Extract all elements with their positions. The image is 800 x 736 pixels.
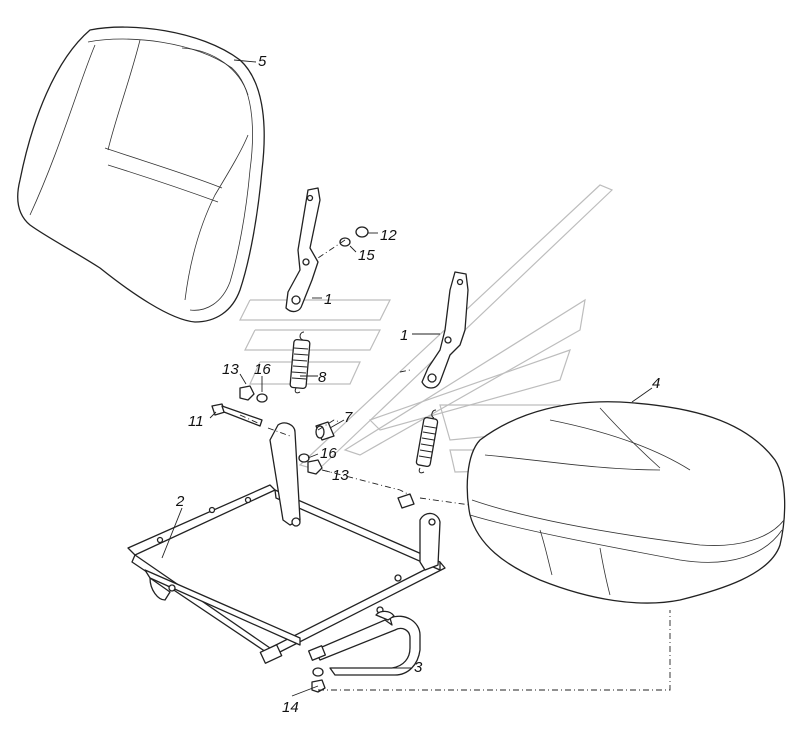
callout-1-left: 1 [324,291,332,308]
callout-13-left: 13 [222,361,239,378]
callout-7: 7 [344,409,353,426]
callout-12: 12 [380,227,397,244]
bracket-right [421,271,469,389]
callout-4: 4 [652,375,660,392]
adjustment-handle [307,610,421,676]
callouts: 5 12 15 1 1 8 13 16 11 7 16 13 4 2 3 14 [175,53,660,716]
spring-right [415,409,439,474]
seat-frame [127,422,446,664]
callout-3: 3 [414,659,423,676]
callout-14: 14 [282,699,299,716]
callout-8: 8 [318,369,327,386]
callout-2: 2 [175,493,185,510]
callout-13-right: 13 [332,467,349,484]
leader-lines [161,59,653,697]
callout-5: 5 [258,53,267,70]
callout-16-right: 16 [320,445,337,462]
seat-back-cushion [17,26,265,323]
assembly-lines [239,239,671,691]
callout-16-left: 16 [254,361,271,378]
callout-15: 15 [358,247,375,264]
bracket-left [285,187,321,313]
callout-11: 11 [188,413,204,430]
callout-1-right: 1 [400,327,408,344]
hardware [211,226,415,693]
seat-cushion [466,401,786,604]
